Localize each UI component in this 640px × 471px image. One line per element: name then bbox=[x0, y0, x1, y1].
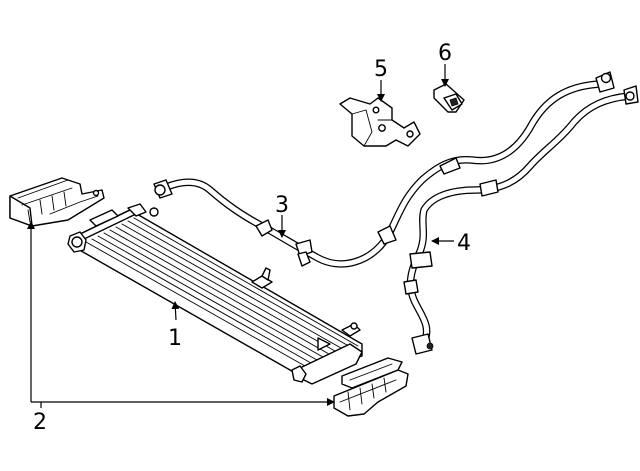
callout-5: 5 bbox=[374, 57, 388, 82]
leader-1 bbox=[171, 301, 180, 321]
callout-6: 6 bbox=[438, 41, 452, 66]
leader-lines bbox=[27, 64, 454, 408]
oil-cooler bbox=[67, 203, 363, 385]
cooler-line-upper bbox=[153, 71, 615, 268]
callout-2: 2 bbox=[33, 410, 47, 435]
callout-labels: 1 2 3 4 5 6 bbox=[33, 41, 471, 435]
cooler-line-lower bbox=[403, 85, 639, 355]
callout-3: 3 bbox=[275, 193, 289, 218]
callout-4: 4 bbox=[457, 231, 471, 256]
callout-1: 1 bbox=[168, 326, 182, 351]
cooler-fins bbox=[85, 217, 359, 371]
hose-clip bbox=[433, 83, 465, 113]
air-deflector-left bbox=[9, 177, 105, 227]
air-deflector-right bbox=[333, 357, 409, 417]
mounting-bracket bbox=[339, 97, 421, 147]
